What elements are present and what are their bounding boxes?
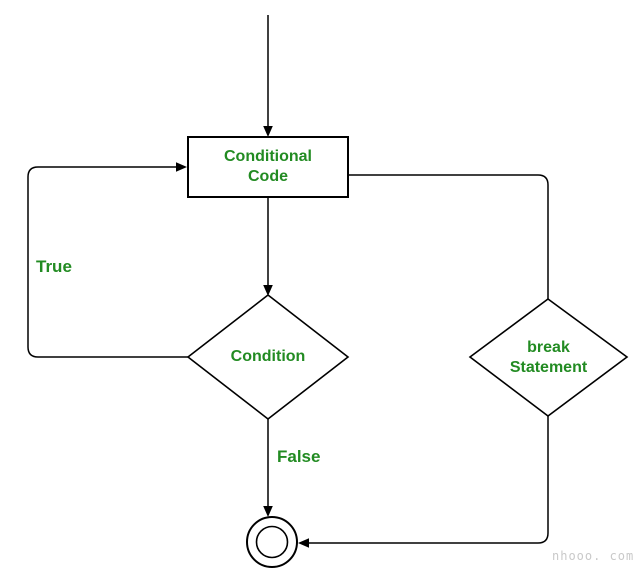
condition-node: [186, 293, 350, 421]
true-loop-arrowhead-icon: [176, 162, 187, 172]
true-edge-label: True: [36, 257, 72, 276]
break-statement-node: [468, 298, 629, 418]
end-terminal-inner-circle: [255, 525, 289, 559]
break-to-end-edge: [306, 416, 549, 544]
false-arrowhead-icon: [263, 506, 273, 517]
code-to-break-edge: [348, 174, 549, 299]
entry-arrowhead-icon: [263, 126, 273, 137]
break-to-end-arrowhead-icon: [298, 538, 309, 548]
conditional-code-node: [187, 136, 349, 198]
watermark-text: nhooo. com: [552, 549, 635, 563]
true-loop-edge: [27, 166, 188, 358]
false-edge-label: False: [277, 447, 321, 466]
code-to-condition-arrowhead-icon: [263, 285, 273, 296]
